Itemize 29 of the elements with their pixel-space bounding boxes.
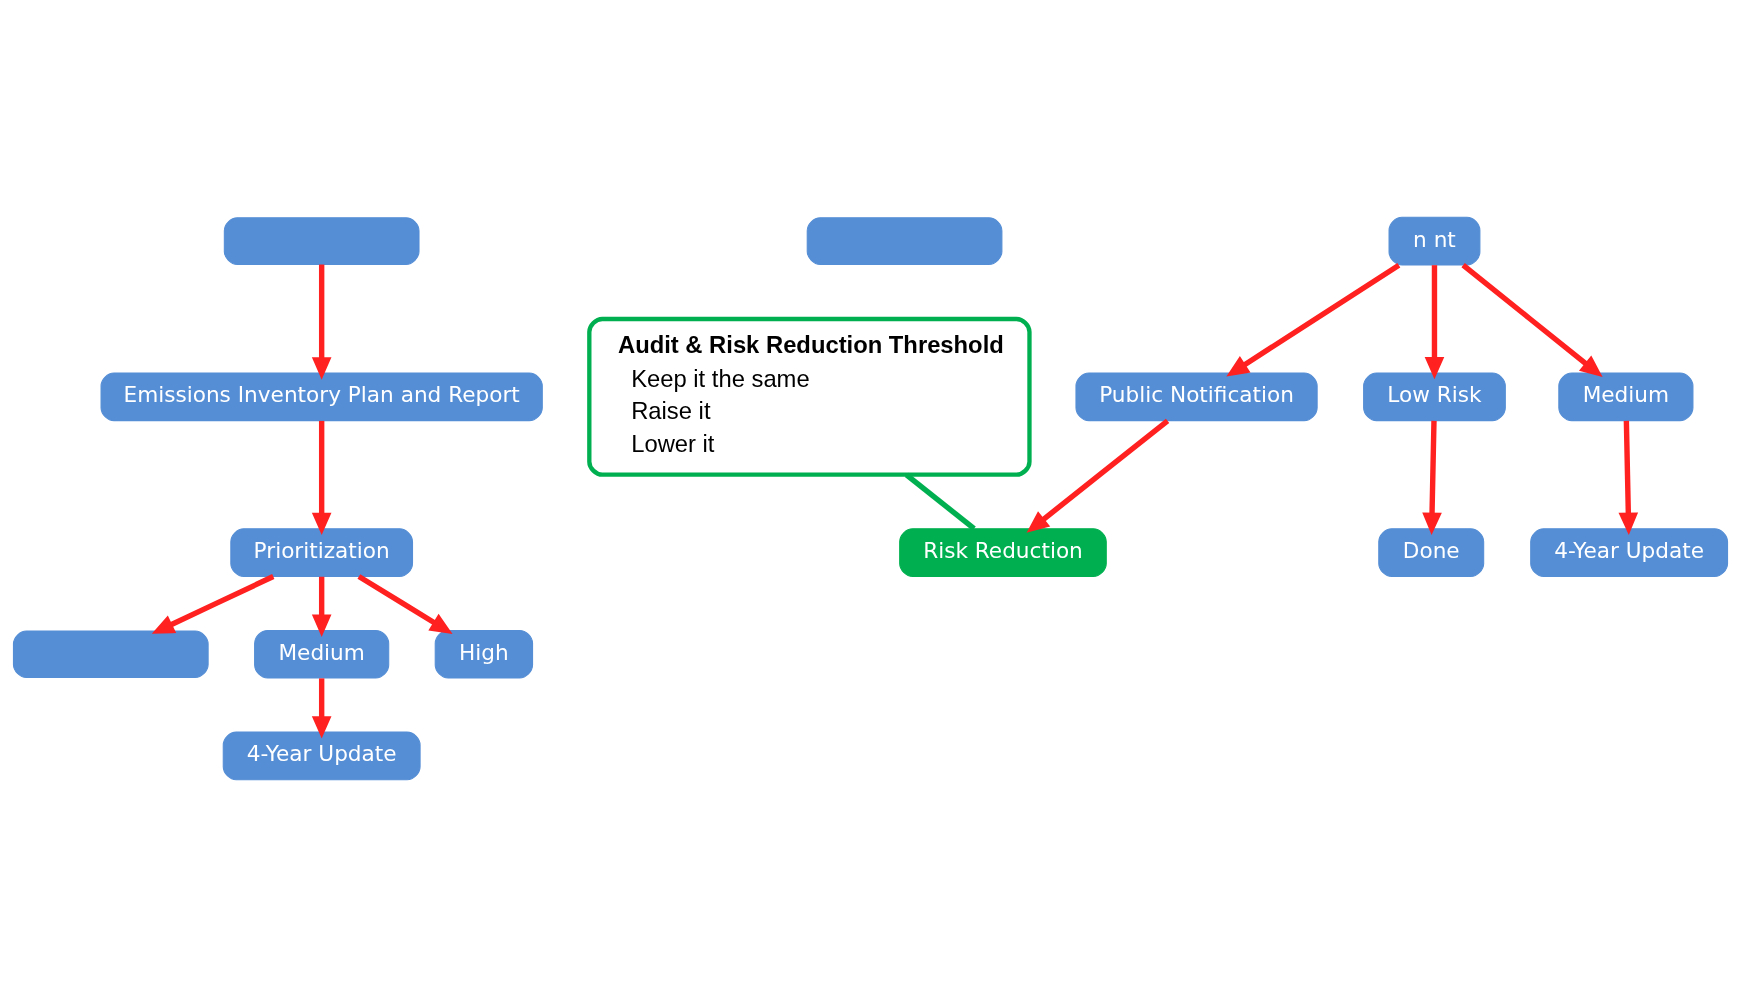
node-box: Emissions Inventory Plan and Report	[100, 372, 543, 422]
arrow	[151, 574, 275, 634]
arrow	[1424, 265, 1445, 380]
arrow	[1618, 420, 1639, 536]
node-box: Public Notification	[1075, 372, 1318, 422]
node-box: Audit & Risk Reduction Threshold Keep it the same Raise it Lower it	[587, 316, 1032, 477]
node-box: Low Risk	[1363, 372, 1506, 422]
connector	[904, 472, 976, 531]
arrow	[1422, 420, 1442, 536]
node-box	[806, 217, 1003, 265]
arrow	[1461, 263, 1603, 378]
node-box: Medium	[1558, 372, 1694, 422]
node-box: Done	[1378, 528, 1485, 577]
node-box: 4-Year Update	[222, 731, 421, 781]
node-box: 4-Year Update	[1530, 528, 1729, 577]
node-box: Prioritization	[230, 528, 414, 577]
node-box: n nt	[1388, 216, 1481, 266]
node-box: Risk Reduction	[899, 528, 1107, 577]
arrow	[1226, 262, 1401, 377]
node-box: High	[434, 629, 534, 679]
arrow	[1026, 418, 1170, 533]
node-box	[223, 217, 420, 265]
arrow	[311, 264, 332, 380]
arrow	[357, 574, 453, 634]
arrow	[311, 420, 332, 536]
arrow	[311, 576, 332, 637]
arrow	[311, 678, 332, 739]
node-box: Medium	[254, 629, 390, 679]
node-box	[12, 630, 209, 678]
